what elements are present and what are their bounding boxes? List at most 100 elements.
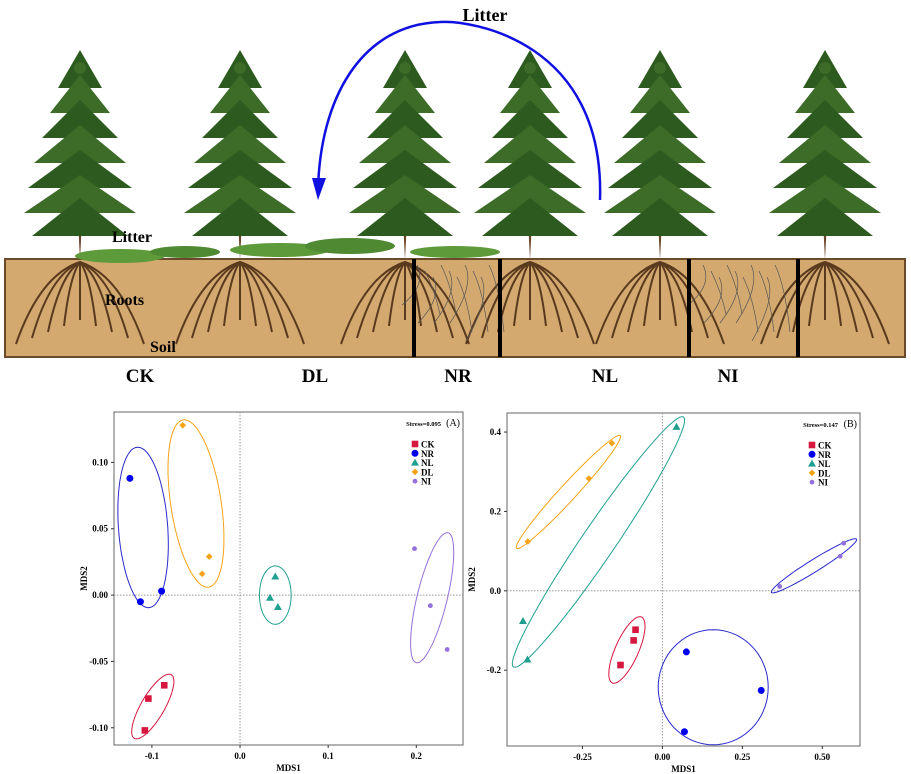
point-nl xyxy=(271,572,280,580)
root xyxy=(481,261,531,339)
root xyxy=(191,261,241,339)
root xyxy=(611,261,661,339)
fine-root xyxy=(433,270,453,324)
series-ck xyxy=(608,616,646,684)
y-tick-label: 0.10 xyxy=(92,457,108,467)
point-ni xyxy=(412,546,417,552)
legend-marker-dl xyxy=(808,469,816,477)
root xyxy=(595,261,661,345)
legend-marker-nl xyxy=(411,458,419,466)
tree-foliage xyxy=(32,198,128,236)
tree-foliage xyxy=(34,125,126,163)
point-ck xyxy=(160,681,168,689)
tree-foliage xyxy=(773,150,877,188)
ellipse-ck xyxy=(608,616,646,684)
tree-foliage xyxy=(357,198,453,236)
tree-foliage xyxy=(375,75,435,113)
y-tick-label: 0.2 xyxy=(490,506,502,516)
point-dl xyxy=(524,538,532,545)
tree-top xyxy=(819,62,831,74)
litter-flow-title: Litter xyxy=(463,5,508,25)
fine-root xyxy=(742,276,759,333)
root xyxy=(79,261,145,345)
tree-foliage xyxy=(42,100,118,138)
x-tick-label: 0.1 xyxy=(323,751,335,761)
legend-marker-nl xyxy=(808,459,816,467)
point-nr xyxy=(126,474,134,482)
root xyxy=(627,261,661,333)
point-nl xyxy=(523,655,532,663)
point-ni xyxy=(841,540,847,546)
root xyxy=(529,261,595,345)
series-ni xyxy=(410,532,455,664)
litter-transfer-arrow xyxy=(312,20,602,201)
legend-marker-nr xyxy=(808,450,816,458)
fine-root xyxy=(735,264,755,324)
plot-dividers xyxy=(412,259,800,357)
point-dl xyxy=(198,570,206,578)
root xyxy=(239,261,257,327)
roots xyxy=(15,261,890,345)
legend-label-ni: NI xyxy=(421,477,431,487)
point-nr xyxy=(158,587,166,595)
pine-tree-icon xyxy=(24,50,136,260)
root xyxy=(223,261,241,327)
fine-root xyxy=(751,276,771,342)
point-ck xyxy=(630,637,637,644)
root-system xyxy=(595,261,725,345)
root xyxy=(808,261,826,327)
pine-tree-icon xyxy=(604,50,716,260)
root xyxy=(63,261,81,327)
fine-root xyxy=(710,270,727,315)
tree-foliage xyxy=(604,175,716,213)
root xyxy=(465,261,531,345)
series-dl xyxy=(167,419,225,588)
tree-foliage xyxy=(779,125,871,163)
treatment-label-ni: NI xyxy=(717,366,738,387)
ellipse-nr xyxy=(657,629,769,746)
legend-label-nl: NL xyxy=(421,458,434,468)
tree-foliage xyxy=(192,198,288,236)
root xyxy=(356,261,406,339)
fine-root xyxy=(424,270,441,315)
fine-root xyxy=(440,264,457,315)
root xyxy=(47,261,81,333)
x-tick-label: 0.25 xyxy=(734,752,750,762)
illustration: Litter Litter Roots Soil CK DL NR NL NI xyxy=(4,5,906,387)
point-dl xyxy=(585,475,593,482)
series-dl xyxy=(515,434,621,550)
tree-foliage xyxy=(194,125,286,163)
root xyxy=(513,261,531,327)
plot-area xyxy=(506,412,861,747)
point-nr xyxy=(136,598,144,606)
x-tick-label: -0.25 xyxy=(573,752,592,762)
ellipse-ck xyxy=(131,673,175,740)
root xyxy=(31,261,81,339)
tree-foliage xyxy=(484,125,576,163)
x-tick-label: 0.50 xyxy=(814,752,830,762)
tree-foliage xyxy=(795,75,855,113)
legend-label-ni: NI xyxy=(818,478,828,488)
fine-root xyxy=(456,276,473,333)
tree-foliage xyxy=(24,175,136,213)
root-system xyxy=(175,261,305,345)
series-nl xyxy=(258,565,292,625)
litter-label: Litter xyxy=(112,229,152,246)
tree-foliage xyxy=(478,150,582,188)
root xyxy=(239,261,305,345)
pine-tree-icon xyxy=(769,50,881,260)
fine-root xyxy=(401,264,421,306)
stress-value: Stress=0.095 xyxy=(406,421,442,428)
point-ni xyxy=(427,603,433,609)
legend-label-nr: NR xyxy=(421,449,434,459)
tree-foliage xyxy=(50,75,110,113)
point-dl xyxy=(608,439,616,447)
tree-foliage xyxy=(202,100,278,138)
root-system xyxy=(760,261,890,345)
point-nr xyxy=(757,686,765,694)
litter-layer xyxy=(75,238,500,263)
point-dl xyxy=(205,553,213,560)
legend-marker-nr xyxy=(411,449,419,457)
legend-label-ck: CK xyxy=(818,441,832,451)
